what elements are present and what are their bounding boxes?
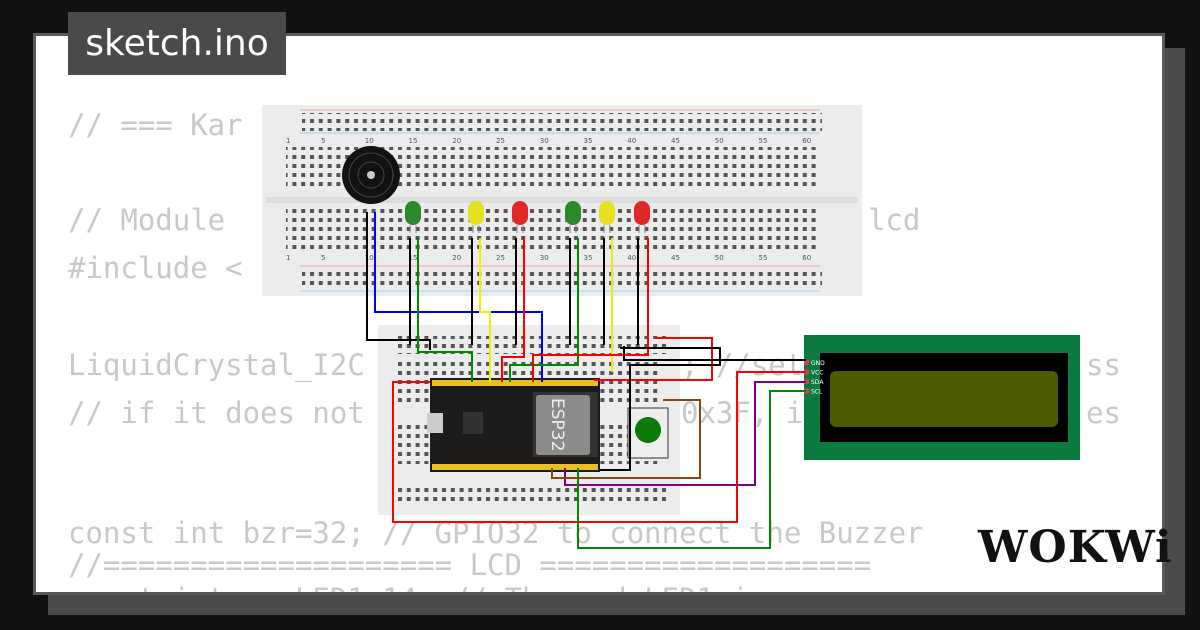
code-line: // if it does not (68, 396, 365, 430)
lcd-pin-label: GND (811, 360, 825, 367)
breadboard-number: 5 (321, 254, 325, 262)
led (634, 201, 650, 233)
code-line: const int grnLED1=14; // The red LED1 is… (68, 584, 836, 592)
breadboard-number: 25 (496, 137, 505, 145)
code-line: es (1086, 396, 1121, 430)
code-line: ; //set (681, 348, 804, 382)
code-line: //==================== LCD =============… (68, 548, 872, 582)
code-line: // Module (68, 203, 226, 237)
lcd-pin-label: VCC (811, 370, 823, 377)
led (405, 201, 421, 233)
led (512, 201, 528, 233)
breadboard-number: 50 (715, 254, 724, 262)
breadboard-number: 20 (452, 254, 461, 262)
breadboard-number: 5 (321, 137, 325, 145)
code-line: #include < (68, 251, 243, 285)
code-line: LiquidCrystal_I2C (68, 348, 365, 382)
breadboard-number: 1 (286, 254, 290, 262)
breadboard-number: 20 (452, 137, 461, 145)
breadboard-number: 40 (627, 137, 636, 145)
esp32-board: ESP32 (427, 378, 600, 472)
breadboard-number: 55 (759, 137, 768, 145)
breadboard-number: 45 (671, 137, 680, 145)
breadboard-number: 1 (286, 137, 290, 145)
lcd-pin (804, 379, 809, 384)
breadboard-number: 10 (365, 254, 374, 262)
breadboard-full: 1155101015152020252530303535404045455050… (262, 105, 862, 296)
led (468, 201, 484, 233)
wires (366, 212, 806, 549)
lcd-pin (804, 388, 809, 394)
esp32-label: ESP32 (547, 398, 567, 451)
file-title: sketch.ino (68, 12, 286, 75)
lcd-pin (804, 369, 809, 375)
breadboard-number: 15 (409, 137, 418, 145)
lcd-pin-label: SDA (811, 379, 824, 386)
breadboard-number: 55 (759, 254, 768, 262)
wokwi-logo: WOKWi (978, 522, 1173, 573)
breadboard-number: 35 (584, 254, 593, 262)
breadboard-number: 50 (715, 137, 724, 145)
lcd-display: GND VCC SDA SCL (804, 335, 1080, 460)
breadboard-number: 40 (627, 254, 636, 262)
buzzer (342, 146, 400, 204)
breadboard-number: 60 (802, 254, 811, 262)
breadboard-number: 10 (365, 137, 374, 145)
code-line: 0x3F, i (681, 396, 804, 430)
breadboard-number: 35 (584, 137, 593, 145)
lcd-pin-label: SCL (811, 389, 823, 396)
led (565, 201, 581, 233)
breadboard-number: 25 (496, 254, 505, 262)
led (599, 201, 615, 233)
breadboard-number: 15 (409, 254, 418, 262)
breadboard-number: 45 (671, 254, 680, 262)
code-line: lcd (868, 203, 921, 237)
code-line: // === Kar (68, 108, 243, 142)
code-line: ss (1086, 348, 1121, 382)
pushbutton[interactable] (627, 407, 669, 459)
lcd-pin (804, 360, 809, 365)
breadboard-number: 30 (540, 254, 549, 262)
breadboard-number: 60 (802, 137, 811, 145)
breadboard-number: 30 (540, 137, 549, 145)
